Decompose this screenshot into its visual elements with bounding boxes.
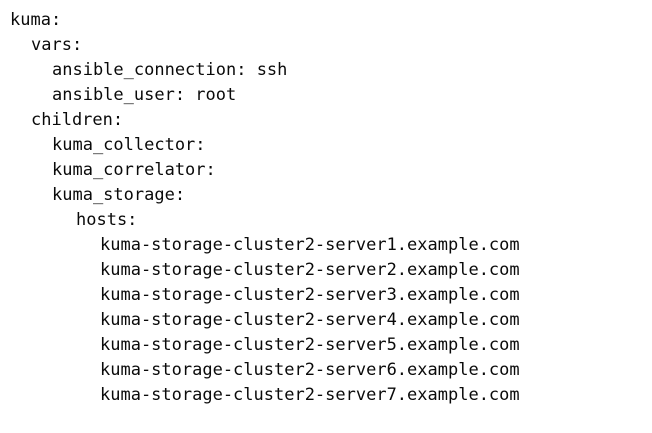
code-line: kuma-storage-cluster2-server7.example.co…	[100, 385, 520, 405]
code-line: kuma-storage-cluster2-server4.example.co…	[100, 310, 520, 330]
code-line: ansible_connection: ssh	[52, 60, 288, 80]
code-line: kuma-storage-cluster2-server2.example.co…	[100, 260, 520, 280]
code-line: kuma-storage-cluster2-server1.example.co…	[100, 235, 520, 255]
code-line: kuma-storage-cluster2-server6.example.co…	[100, 360, 520, 380]
code-line: kuma_collector:	[52, 135, 206, 155]
code-line: kuma_correlator:	[52, 160, 216, 180]
code-line: hosts:	[76, 210, 138, 230]
code-line: children:	[31, 110, 124, 130]
code-line: kuma_storage:	[52, 185, 186, 205]
code-line: vars:	[31, 35, 83, 55]
code-line: ansible_user: root	[52, 85, 237, 105]
code-line: kuma-storage-cluster2-server3.example.co…	[100, 285, 520, 305]
code-line: kuma:	[10, 10, 62, 30]
code-line: kuma-storage-cluster2-server5.example.co…	[100, 335, 520, 355]
